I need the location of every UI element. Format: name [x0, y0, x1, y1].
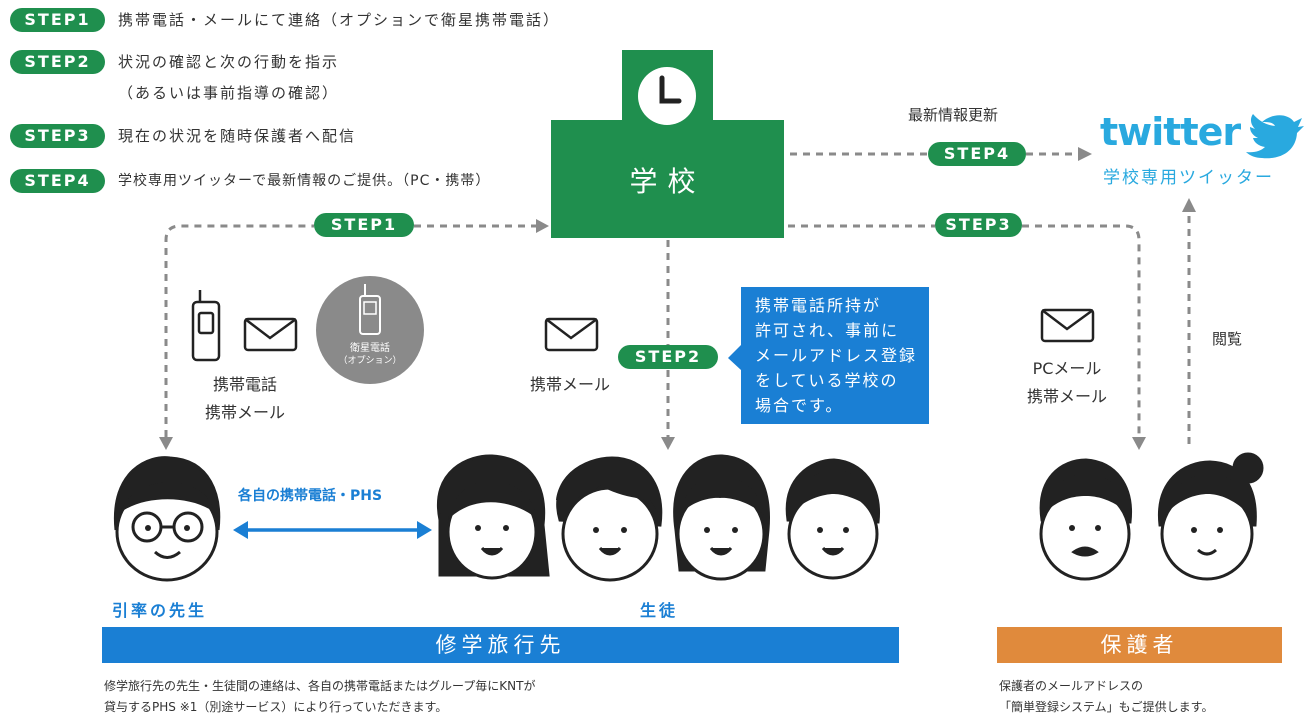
satellite-line2: （オプション）: [338, 356, 402, 366]
satellite-line1: 衛星電話: [350, 343, 390, 354]
parents-note-line2: 「簡単登録システム」もご提供します。: [999, 700, 1214, 714]
teacher-contact-line2: 携帯メール: [204, 403, 285, 422]
callout-box: 携帯電話所持が 許可され、事前に メールアドレス登録 をしている学校の 場合です…: [741, 287, 929, 424]
legend-step1-text: 携帯電話・メールにて連絡（オプションで衛星携帯電話）: [118, 11, 561, 29]
legend-step2-badge: STEP2: [10, 50, 105, 74]
clock-icon: [638, 67, 696, 125]
student-face-2: [556, 456, 663, 582]
father-face: [1039, 458, 1133, 581]
teacher-label: 引率の先生: [112, 601, 208, 620]
parents-bar: 保護者: [997, 627, 1282, 663]
arrow-twitter: [1078, 147, 1092, 161]
arrow-step1: [536, 219, 549, 233]
parents-note-line1: 保護者のメールアドレスの: [999, 679, 1144, 693]
flow-step1-badge: STEP1: [314, 213, 414, 237]
school-building: [551, 120, 784, 238]
callout-line-5: 場合です。: [755, 396, 844, 415]
trip-destination-bar: 修学旅行先: [102, 627, 899, 663]
arrow-parents: [1132, 437, 1146, 450]
arrow-students: [661, 437, 675, 450]
phs-label: 各自の携帯電話・PHS: [238, 488, 383, 504]
twitter-logo: twitter: [1100, 110, 1241, 154]
phs-double-arrow: [233, 521, 432, 539]
trip-note-line1: 修学旅行先の先生・生徒間の連絡は、各自の携帯電話またはグループ毎にKNTが: [104, 679, 536, 693]
students-label: 生徒: [640, 601, 679, 620]
callout-line-4: をしている学校の: [755, 371, 899, 390]
parent-mail-icon: [1040, 308, 1095, 343]
cell-phone-icon: [191, 290, 221, 362]
callout-pointer: [728, 345, 741, 370]
teacher-mail-icon: [243, 317, 298, 352]
legend-step1-badge: STEP1: [10, 8, 105, 32]
update-label: 最新情報更新: [908, 106, 999, 124]
legend-step2-text2: （あるいは事前指導の確認）: [118, 84, 340, 102]
twitter-bird-icon: [1246, 114, 1304, 159]
student-face-3: [673, 454, 771, 581]
student-face-4: [785, 458, 880, 580]
flow-step3-badge: STEP3: [935, 213, 1022, 237]
student-mail-icon: [544, 317, 599, 352]
callout-line-3: メールアドレス登録: [755, 346, 918, 365]
teacher-face: [113, 456, 221, 582]
parent-contact-line1: PCメール: [1032, 359, 1102, 378]
trip-note-line2: 貸与するPHS ※1（別途サービス）により行っていただきます。: [104, 700, 448, 714]
legend-step3-badge: STEP3: [10, 124, 105, 148]
twitter-sub: 学校専用ツイッター: [1103, 168, 1274, 188]
arrow-teacher: [159, 437, 173, 450]
student-contact-label: 携帯メール: [529, 375, 610, 394]
satellite-phone-icon: [316, 276, 424, 384]
arrow-view: [1182, 198, 1196, 212]
legend-step4-badge: STEP4: [10, 169, 105, 193]
mother-face: [1157, 452, 1264, 581]
legend-step2-text: 状況の確認と次の行動を指示: [118, 53, 340, 71]
student-face-1: [436, 454, 550, 580]
teacher-contact-line1: 携帯電話: [212, 375, 277, 394]
legend-step4-text: 学校専用ツイッターで最新情報のご提供。（PC・携帯）: [118, 173, 491, 189]
flow-step4-badge: STEP4: [928, 142, 1026, 166]
callout-line-2: 許可され、事前に: [755, 321, 900, 340]
view-label: 閲覧: [1212, 330, 1243, 348]
callout-line-1: 携帯電話所持が: [755, 296, 882, 315]
school-label: 学校: [629, 165, 706, 198]
flow-step2-badge: STEP2: [618, 345, 718, 369]
parent-contact-line2: 携帯メール: [1026, 387, 1107, 406]
legend-step3-text: 現在の状況を随時保護者へ配信: [118, 127, 357, 145]
